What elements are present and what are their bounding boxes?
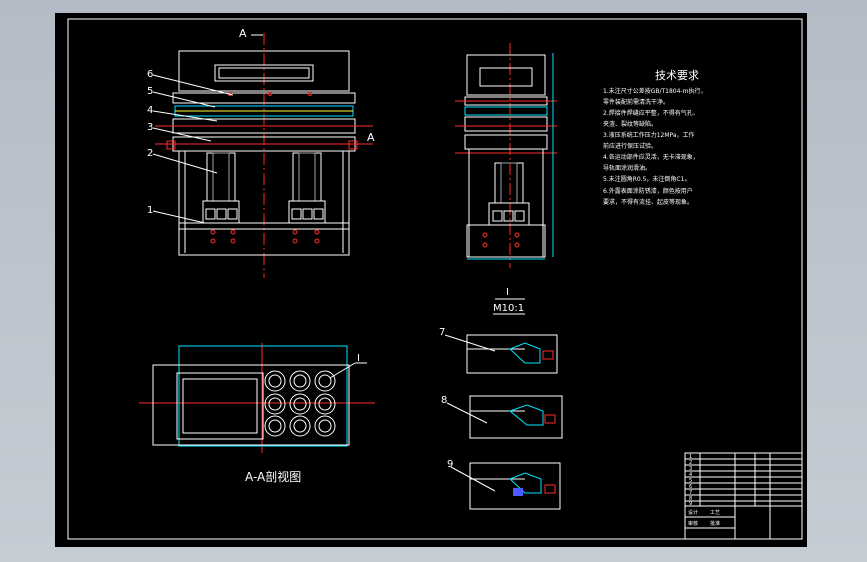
tb-row: 6 xyxy=(689,484,692,490)
drawing-sheet: A A xyxy=(55,13,807,547)
tb-row: 8 xyxy=(689,496,692,502)
tech-note-line: 1.未注尺寸公差按GB/T1804-m执行， xyxy=(603,87,706,95)
section-title: A-A剖视图 xyxy=(245,469,301,484)
tb-row: 2 xyxy=(689,460,692,466)
tech-note-line: 2.焊接件焊缝应平整，不得有气孔、 xyxy=(603,109,699,117)
tech-note-line: 导轨面涂润滑油。 xyxy=(603,164,651,172)
side-view xyxy=(455,43,557,268)
detail-ref-mark: I xyxy=(357,353,360,364)
tb-row: 3 xyxy=(689,466,692,472)
tech-note-line: 零件装配前需清洗干净。 xyxy=(603,98,669,106)
inner-frame xyxy=(67,18,803,540)
detail-label-9: 9 xyxy=(447,459,453,470)
detail-row-7: 7 xyxy=(439,327,558,374)
tech-note-line: 夹渣、裂纹等缺陷。 xyxy=(603,120,657,128)
tb-row: 1 xyxy=(689,454,692,460)
tech-note-line: 5.未注圆角R0.5，未注倒角C1。 xyxy=(603,175,690,183)
tech-note-line: 6.外露表面涂防锈漆，颜色按用户 xyxy=(603,187,693,195)
tech-note-line: 要求，不得有流挂、起皮等现象。 xyxy=(603,198,693,206)
tech-notes-title: 技术要求 xyxy=(655,69,699,82)
cad-drawing: A A xyxy=(67,18,803,540)
detail-scale: M10:1 xyxy=(493,303,524,314)
detail-label-8: 8 xyxy=(441,395,447,406)
tb-footer: 设计 xyxy=(688,509,698,516)
section-mark-right: A xyxy=(367,131,375,144)
tb-row: 4 xyxy=(689,472,692,478)
detail-row-8: 8 xyxy=(441,395,563,439)
tb-footer: 工艺 xyxy=(710,510,720,516)
section-mark-top: A xyxy=(239,27,247,40)
part-label-6: 6 xyxy=(147,69,153,80)
tech-note-line: 3.液压系统工作压力12MPa，工作 xyxy=(603,131,695,139)
tech-note-line: 4.各运动部件应灵活，无卡滞现象， xyxy=(603,153,699,161)
part-label-4: 4 xyxy=(147,105,153,116)
tb-footer: 审核 xyxy=(688,520,698,527)
part-label-2: 2 xyxy=(147,148,153,159)
tb-footer: 批准 xyxy=(710,520,720,527)
detail-row-9: 9 xyxy=(447,459,561,510)
section-view-aa: I A-A剖视图 xyxy=(139,343,375,484)
front-view: A A xyxy=(147,27,375,278)
tb-row: 9 xyxy=(689,501,692,507)
detail-label: I xyxy=(506,287,509,298)
technical-notes: 技术要求 1.未注尺寸公差按GB/T1804-m执行， 零件装配前需清洗干净。 … xyxy=(603,69,706,206)
detail-view-i: I M10:1 7 8 9 xyxy=(439,287,563,510)
part-label-3: 3 xyxy=(147,122,153,133)
tb-row: 7 xyxy=(689,490,692,496)
tb-row: 5 xyxy=(689,478,692,484)
part-label-5: 5 xyxy=(147,86,153,97)
tech-note-line: 前应进行保压试验。 xyxy=(603,142,657,150)
part-label-1: 1 xyxy=(147,205,153,216)
title-block: 1 2 3 4 5 6 7 8 9 设计 审核 工艺 批准 xyxy=(684,452,803,540)
detail-label-7: 7 xyxy=(439,327,445,338)
